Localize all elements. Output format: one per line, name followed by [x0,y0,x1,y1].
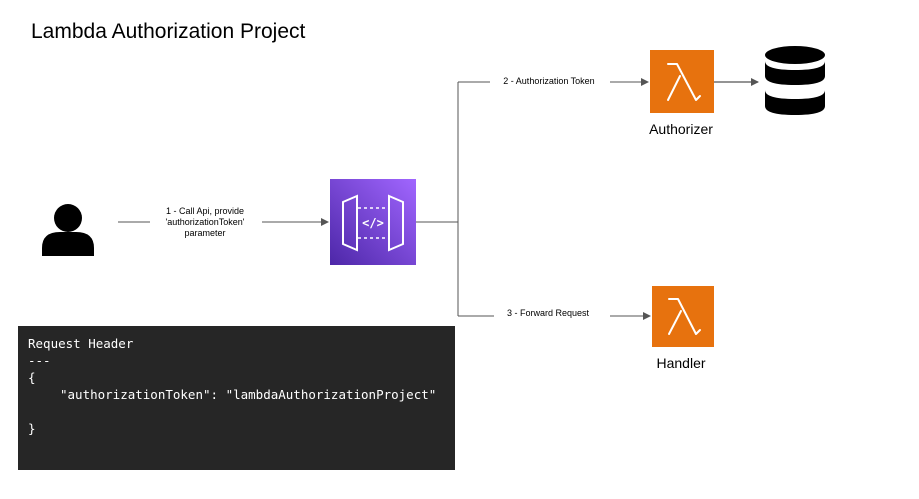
code-blank-line [28,403,445,420]
edge-label-call-api-line-1: 1 - Call Api, provide [165,206,245,216]
code-close-brace: } [28,421,36,436]
code-open-brace: { [28,370,36,385]
database-icon [765,46,825,115]
edge-label-call-api: 1 - Call Api, provide 'authorizationToke… [150,206,260,239]
handler-label: Handler [656,355,706,371]
handler-lambda-icon [652,286,714,347]
edge-forward-request [457,222,651,320]
edge-label-authorization-token: 2 - Authorization Token [490,76,608,87]
code-separator: --- [28,353,51,368]
api-gateway-icon: </> [330,179,416,265]
user-icon [42,204,94,256]
edge-label-call-api-line-2: 'authorizationToken' [165,217,245,227]
code-body: "authorizationToken": "lambdaAuthorizati… [60,387,437,402]
edge-authorization-token [416,78,649,223]
request-header-code-panel: Request Header --- { "authorizationToken… [18,326,455,470]
diagram-title: Lambda Authorization Project [31,20,306,43]
authorizer-label: Authorizer [649,121,713,137]
code-heading: Request Header [28,336,134,351]
authorizer-lambda-icon [650,50,714,113]
edge-label-call-api-line-3: parameter [184,228,226,238]
edge-label-forward-request: 3 - Forward Request [494,308,602,319]
svg-text:</>: </> [362,216,384,230]
